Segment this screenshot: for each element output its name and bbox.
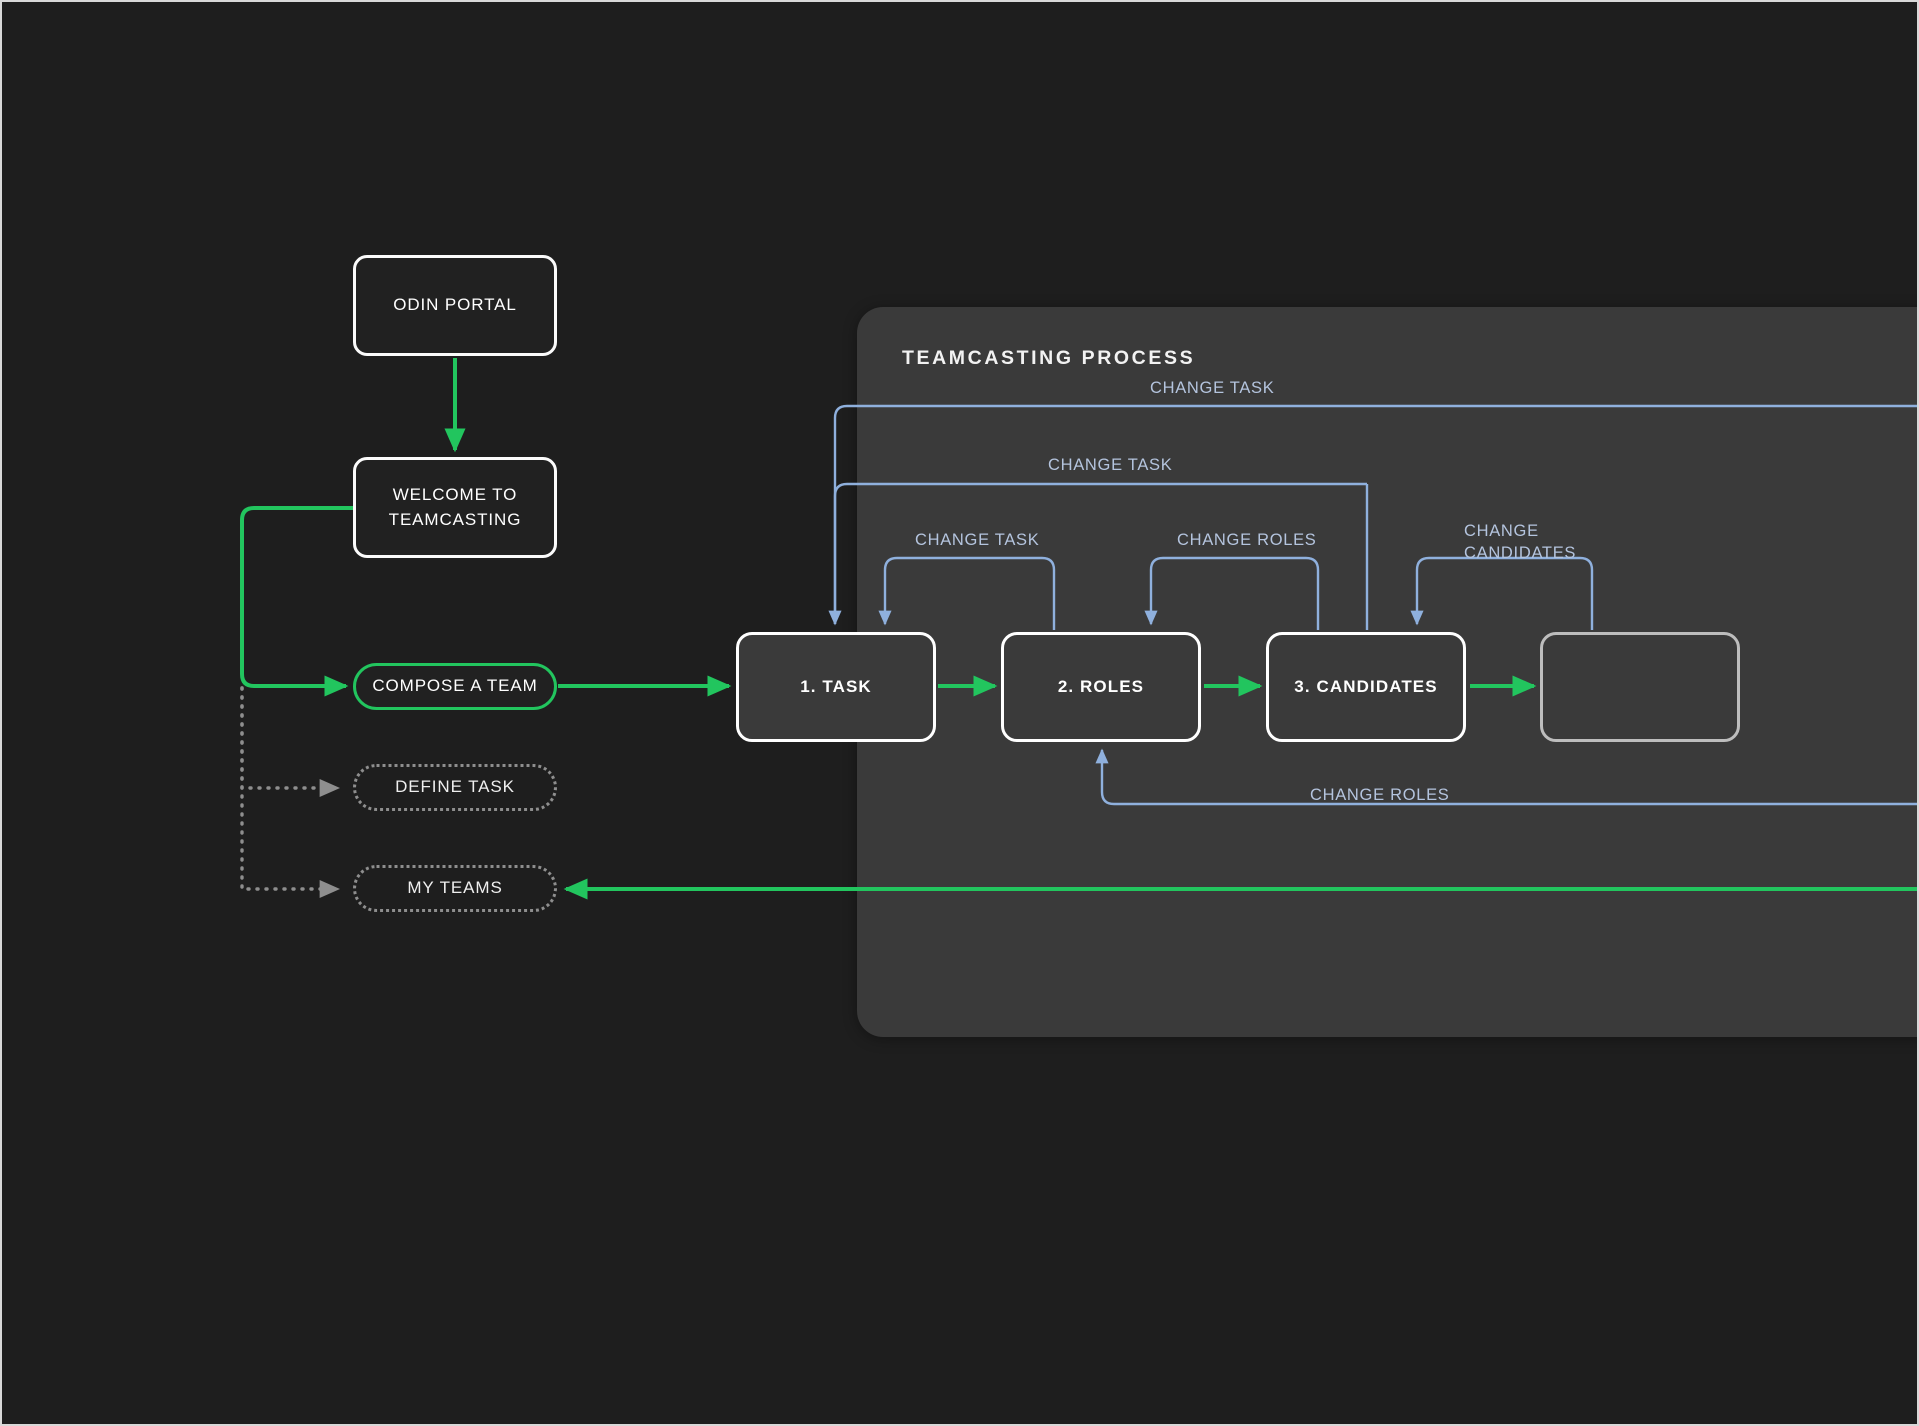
label-change-roles-top: CHANGE ROLES (1177, 531, 1317, 549)
edge-bus-to-define-task (240, 686, 341, 797)
node-compose-a-team[interactable]: COMPOSE A TEAM (353, 663, 557, 710)
node-welcome-to-teamcasting[interactable]: WELCOME TO TEAMCASTING (353, 457, 557, 558)
node-my-teams[interactable]: MY TEAMS (353, 865, 557, 912)
label-change-task-mid: CHANGE TASK (1048, 456, 1173, 474)
edge-welcome-to-compose (240, 506, 353, 697)
label-change-task-inner: CHANGE TASK (915, 531, 1040, 549)
node-define-task[interactable]: DEFINE TASK (353, 764, 557, 811)
node-label-step-roles: 2. ROLES (1057, 676, 1145, 696)
panel-title: TEAMCASTING PROCESS (902, 347, 1196, 369)
node-step-candidates[interactable]: 3. CANDIDATES (1266, 632, 1466, 742)
edge-bus-to-my-teams (240, 686, 341, 898)
node-step-roles[interactable]: 2. ROLES (1001, 632, 1201, 742)
label-change-task-outer: CHANGE TASK (1150, 379, 1275, 397)
node-label-step-candidates: 3. CANDIDATES (1294, 676, 1438, 696)
node-label-welcome: WELCOME TO TEAMCASTING (388, 484, 522, 529)
node-label-compose-a-team: COMPOSE A TEAM (372, 676, 538, 696)
node-label-odin-portal: ODIN PORTAL (393, 295, 517, 315)
node-label-define-task: DEFINE TASK (395, 777, 515, 797)
label-change-candidates: CHANGE CANDIDATES (1464, 522, 1577, 563)
node-step-next[interactable] (1540, 632, 1740, 742)
node-step-task[interactable]: 1. TASK (736, 632, 936, 742)
label-change-roles-bottom: CHANGE ROLES (1310, 786, 1450, 804)
node-label-my-teams: MY TEAMS (407, 878, 503, 898)
node-label-step-task: 1. TASK (800, 676, 872, 696)
node-odin-portal[interactable]: ODIN PORTAL (353, 255, 557, 356)
